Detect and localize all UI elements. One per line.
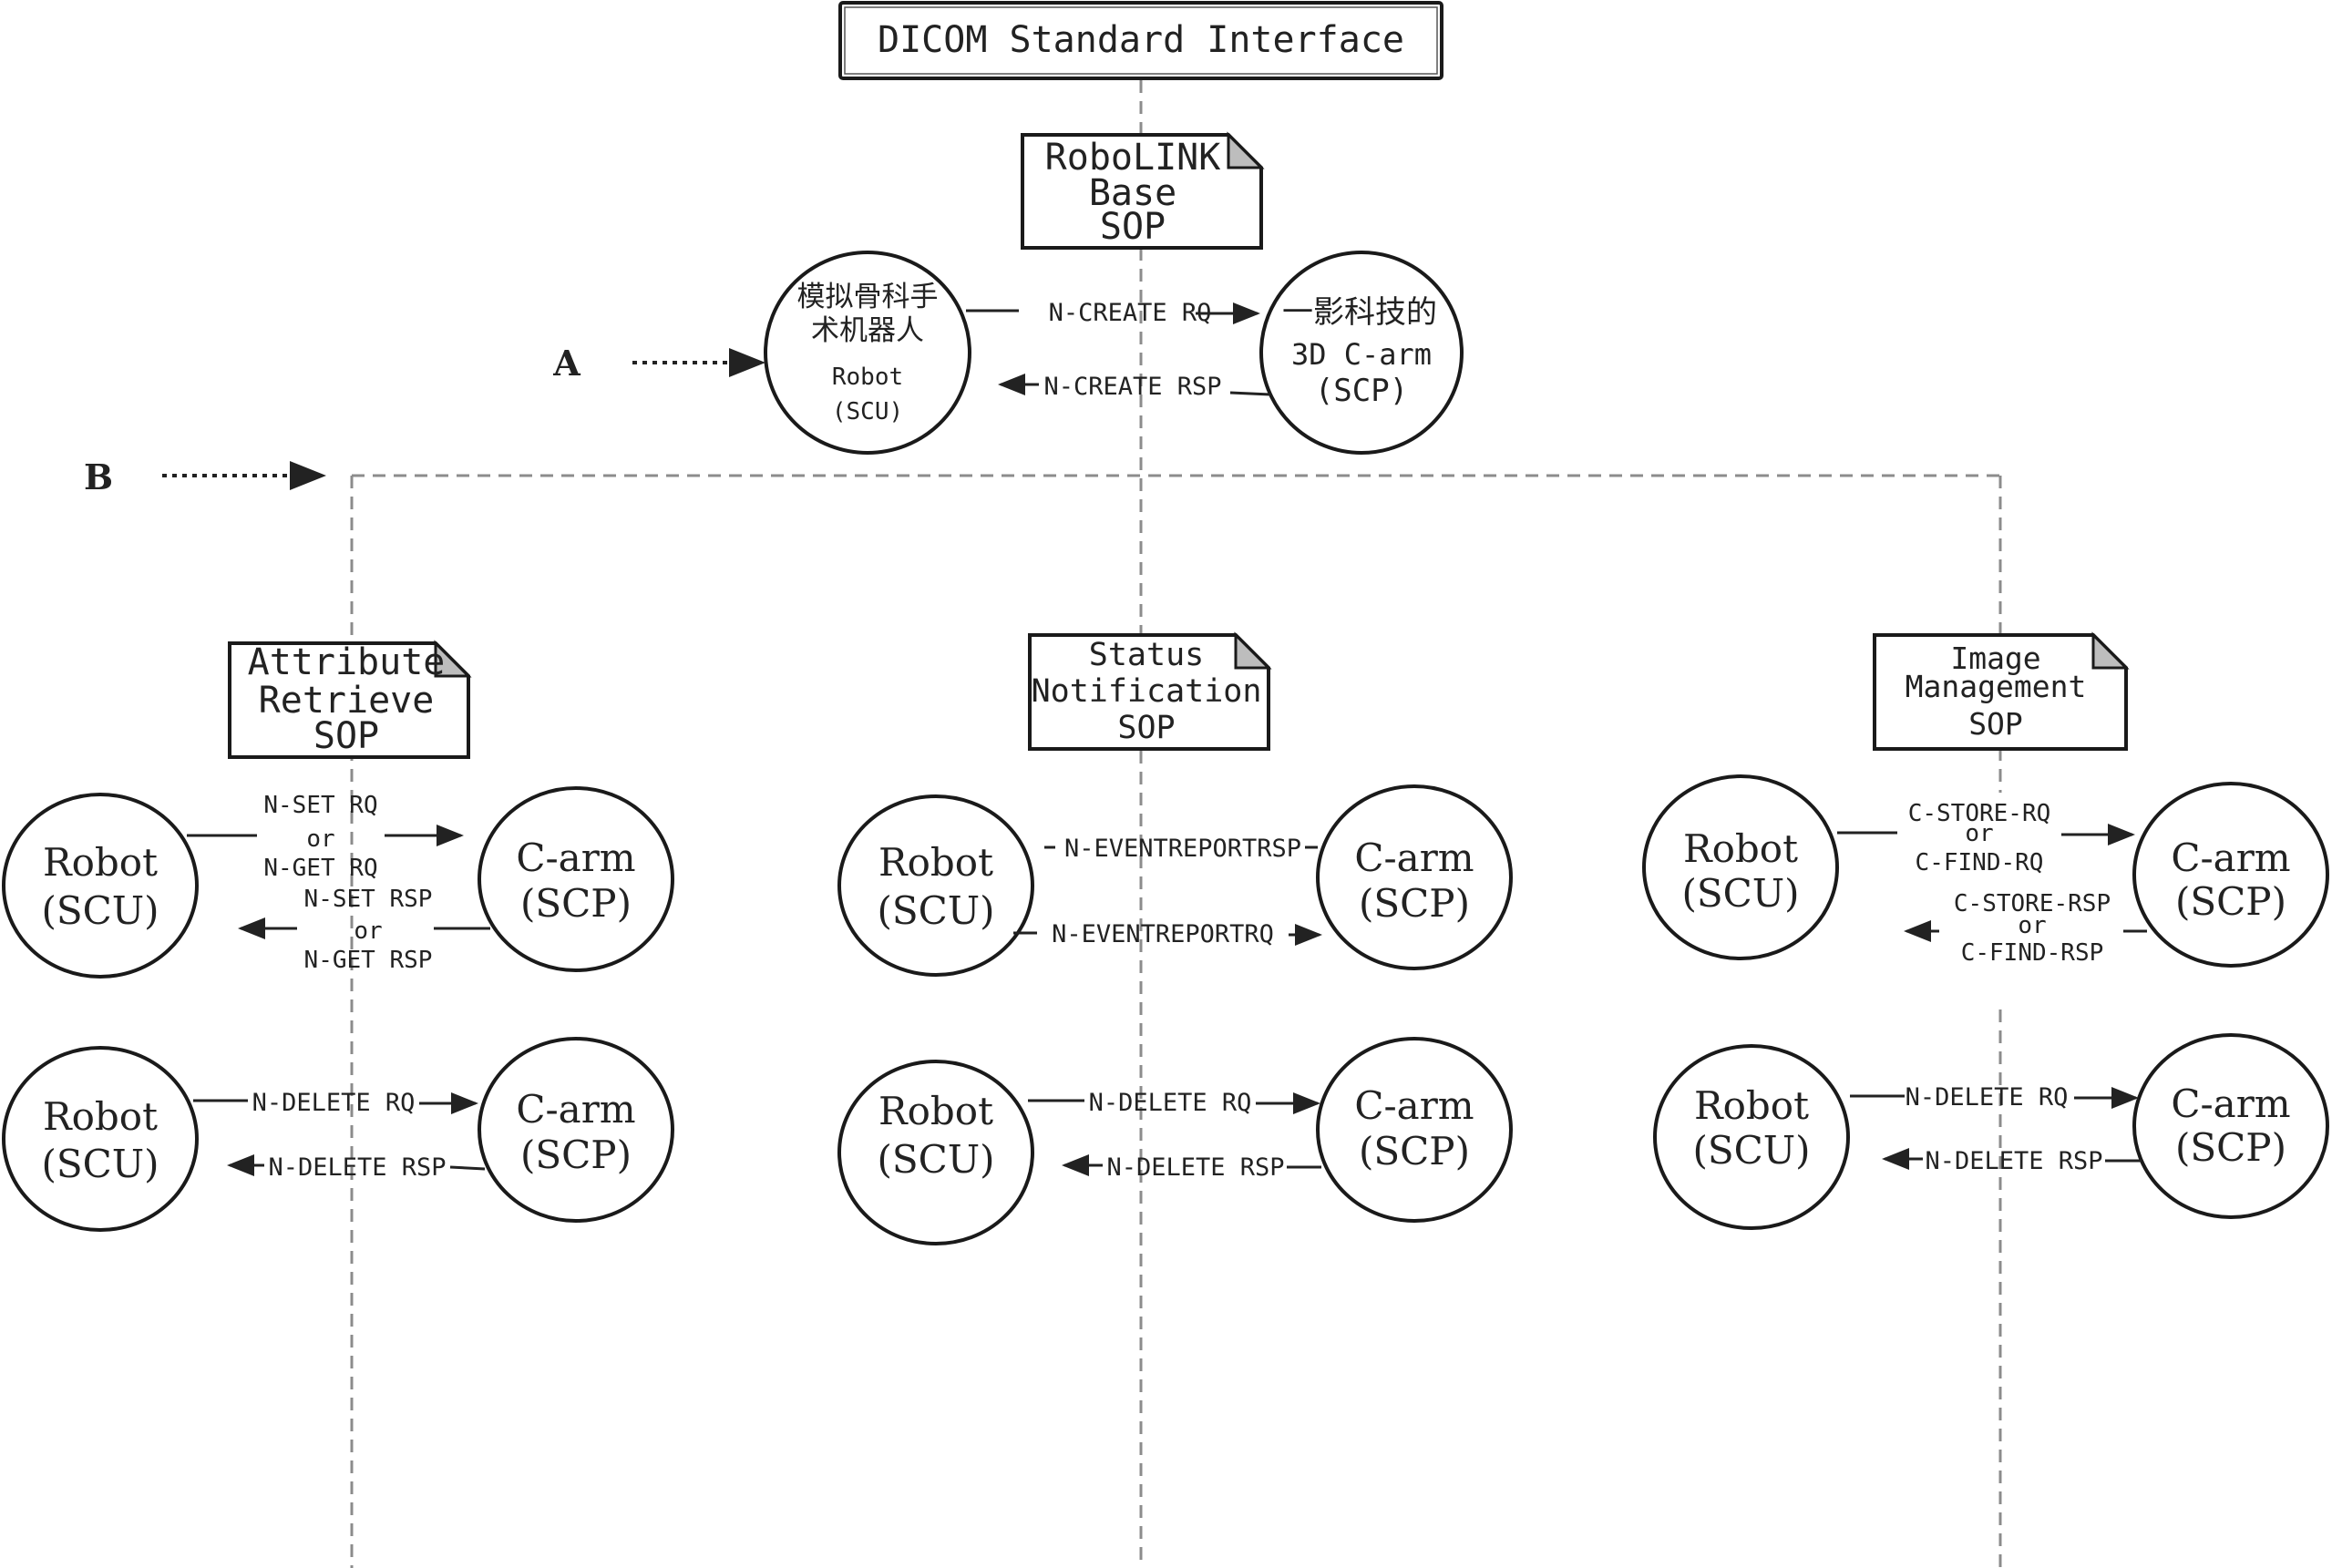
image-rsp-1: C-STORE-RSP bbox=[1954, 890, 2111, 917]
attr-del-robot-node: Robot (SCU) bbox=[2, 1046, 199, 1232]
top-rq-label: N-CREATE RQ bbox=[1049, 299, 1212, 327]
top-robot-label: Robot bbox=[832, 364, 903, 391]
header-box: DICOM Standard Interface bbox=[838, 1, 1443, 80]
top-rsp-label: N-CREATE RSP bbox=[1043, 373, 1221, 401]
attr-rsp-2: or bbox=[354, 917, 382, 945]
image-carm-label: C-arm bbox=[2171, 835, 2290, 880]
status-sop-line-2: Notification bbox=[1032, 673, 1262, 710]
attr-rsp-3: N-GET RSP bbox=[304, 947, 433, 974]
top-robot-cn-2: 术机器人 bbox=[811, 314, 924, 347]
attr-robot-role: (SCU) bbox=[41, 888, 159, 933]
status-sop-line-1: Status bbox=[1089, 637, 1204, 673]
image-del-rsp-label: N-DELETE RSP bbox=[1925, 1147, 2102, 1175]
status-del-carm-role: (SCP) bbox=[1359, 1129, 1470, 1173]
image-carm-role: (SCP) bbox=[2175, 879, 2286, 924]
attr-del-robot-role: (SCU) bbox=[41, 1142, 159, 1186]
status-del-robot-label: Robot bbox=[878, 1089, 993, 1133]
status-del-robot-role: (SCU) bbox=[877, 1137, 994, 1182]
status-robot-node: Robot (SCU) bbox=[837, 794, 1034, 977]
page-title: DICOM Standard Interface bbox=[878, 19, 1404, 61]
top-carm-cn: 一影科技的 bbox=[1282, 294, 1437, 331]
image-robot-role: (SCU) bbox=[1681, 871, 1799, 916]
image-sop-note: Image Management SOP bbox=[1873, 631, 2130, 751]
image-sop-line-3: SOP bbox=[1968, 706, 2023, 742]
attr-del-carm-label: C-arm bbox=[516, 1087, 635, 1132]
status-del-carm-label: C-arm bbox=[1354, 1083, 1474, 1128]
image-sop-line-2: Management bbox=[1906, 669, 2087, 704]
attr-robot-node: Robot (SCU) bbox=[2, 793, 199, 979]
top-carm-role: (SCP) bbox=[1315, 373, 1408, 409]
attr-rq-2: or bbox=[306, 825, 334, 853]
image-rsp-2: or bbox=[2018, 912, 2046, 939]
attr-carm-label: C-arm bbox=[516, 835, 635, 880]
attr-carm-role: (SCP) bbox=[520, 881, 632, 926]
status-carm-role: (SCP) bbox=[1359, 881, 1470, 926]
attr-rq-1: N-SET RQ bbox=[263, 792, 377, 819]
status-rsp-label: N-EVENTREPORTRSP bbox=[1064, 835, 1301, 863]
top-robot-role: (SCU) bbox=[832, 398, 903, 425]
attr-del-carm-node: C-arm (SCP) bbox=[478, 1037, 674, 1223]
attr-rsp-1: N-SET RSP bbox=[304, 886, 433, 913]
status-del-rq-label: N-DELETE RQ bbox=[1089, 1089, 1252, 1117]
image-rq-2: or bbox=[1965, 820, 1993, 847]
base-sop-line-1: RoboLINK bbox=[1045, 137, 1221, 179]
top-carm-node: 一影科技的 3D C-arm (SCP) bbox=[1259, 251, 1464, 455]
image-del-carm-label: C-arm bbox=[2171, 1081, 2290, 1126]
attr-sop-line-2: Retrieve bbox=[259, 680, 435, 722]
status-robot-role: (SCU) bbox=[877, 888, 994, 933]
base-sop-line-2: Base bbox=[1089, 172, 1176, 214]
attr-del-rq-label: N-DELETE RQ bbox=[252, 1089, 416, 1117]
top-robot-node: 模拟骨科手 术机器人 Robot (SCU) bbox=[764, 251, 971, 455]
attr-del-carm-role: (SCP) bbox=[520, 1132, 632, 1177]
status-carm-node: C-arm (SCP) bbox=[1316, 784, 1513, 970]
status-rq-label: N-EVENTREPORTRQ bbox=[1052, 920, 1274, 948]
base-sop-note: RoboLINK Base SOP bbox=[1021, 131, 1265, 250]
image-rq-1: C-STORE-RQ bbox=[1908, 800, 2051, 827]
attr-del-rsp-line bbox=[449, 1165, 486, 1171]
marker-a: A bbox=[552, 343, 580, 384]
image-del-robot-label: Robot bbox=[1694, 1083, 1809, 1128]
status-del-carm-node: C-arm (SCP) bbox=[1316, 1037, 1513, 1223]
top-carm-label: 3D C-arm bbox=[1291, 337, 1432, 372]
status-del-rsp-label: N-DELETE RSP bbox=[1106, 1153, 1284, 1182]
image-carm-node: C-arm (SCP) bbox=[2132, 782, 2329, 968]
image-del-robot-role: (SCU) bbox=[1692, 1128, 1810, 1173]
top-rsp-line bbox=[1229, 391, 1271, 396]
attr-sop-line-1: Attribute bbox=[248, 641, 446, 683]
image-del-rq-label: N-DELETE RQ bbox=[1906, 1083, 2069, 1112]
status-robot-label: Robot bbox=[878, 840, 993, 885]
image-rq-3: C-FIND-RQ bbox=[1916, 849, 2044, 876]
attr-rq-3: N-GET RQ bbox=[263, 855, 377, 882]
status-carm-label: C-arm bbox=[1354, 835, 1474, 880]
image-robot-label: Robot bbox=[1683, 826, 1798, 871]
status-sop-note: Status Notification SOP bbox=[1028, 631, 1272, 751]
attr-sop-note: Attribute Retrieve SOP bbox=[228, 640, 472, 759]
attr-robot-label: Robot bbox=[43, 840, 158, 885]
status-del-robot-node: Robot (SCU) bbox=[837, 1060, 1034, 1245]
image-rsp-3: C-FIND-RSP bbox=[1961, 939, 2104, 967]
attr-sop-line-3: SOP bbox=[313, 715, 379, 757]
image-robot-node: Robot (SCU) bbox=[1642, 774, 1839, 960]
image-sop-line-1: Image bbox=[1950, 641, 2040, 676]
status-sop-line-3: SOP bbox=[1117, 710, 1175, 746]
image-del-carm-node: C-arm (SCP) bbox=[2132, 1033, 2329, 1219]
attr-del-robot-label: Robot bbox=[43, 1094, 158, 1139]
image-del-robot-node: Robot (SCU) bbox=[1653, 1044, 1850, 1230]
attr-del-rsp-label: N-DELETE RSP bbox=[268, 1153, 446, 1182]
base-sop-line-3: SOP bbox=[1100, 206, 1166, 248]
marker-b: B bbox=[84, 456, 113, 497]
image-del-carm-role: (SCP) bbox=[2175, 1125, 2286, 1170]
attr-carm-node: C-arm (SCP) bbox=[478, 786, 674, 972]
top-robot-cn-1: 模拟骨科手 bbox=[797, 281, 939, 313]
